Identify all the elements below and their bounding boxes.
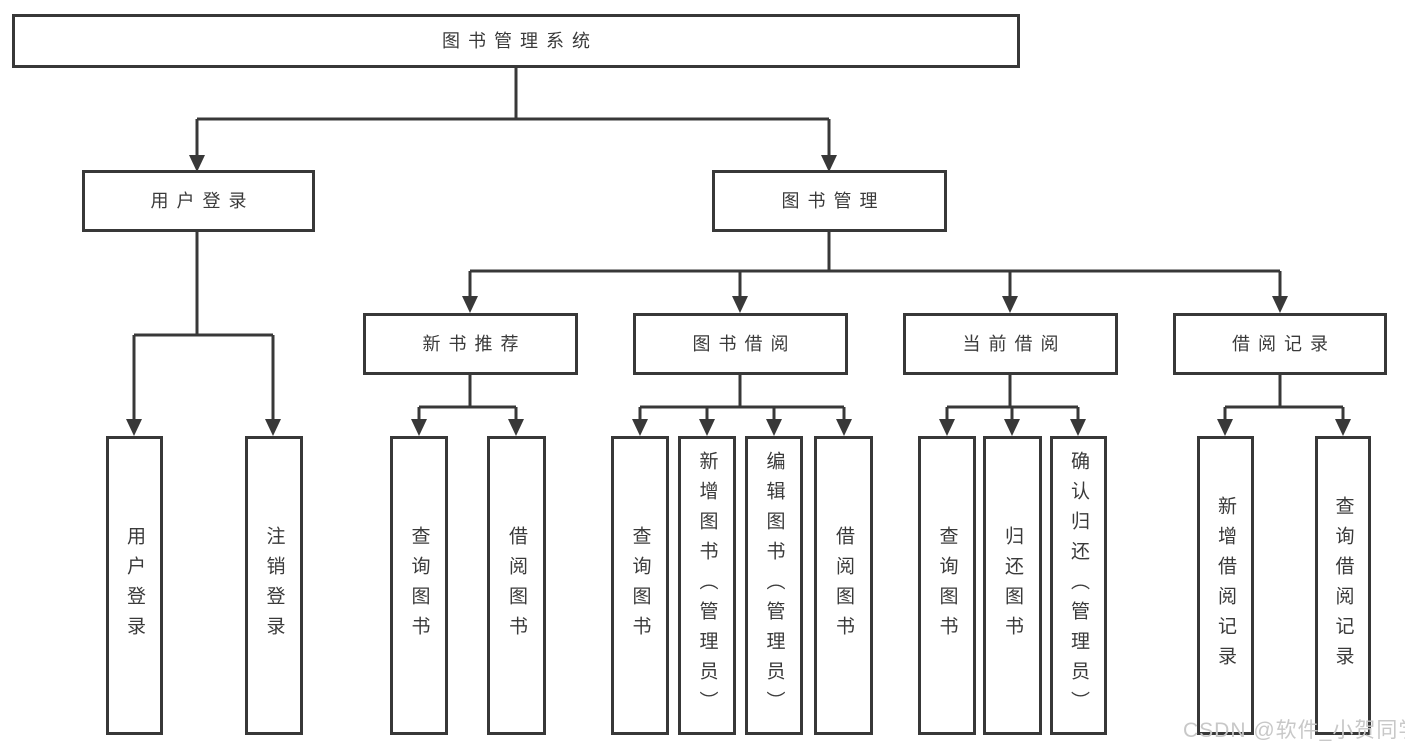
connector-path	[132, 68, 1345, 421]
node-new-book-recommend: 新书推荐	[363, 313, 578, 375]
node-user-login-label: 用户登录	[150, 191, 255, 211]
node-leaf-bb-edit-book-admin-label: 编辑图书（管理员）	[763, 450, 785, 721]
node-leaf-cb-return-book-label: 归还图书	[1002, 525, 1023, 646]
node-leaf-cb-confirm-return-admin-label: 确认归还（管理员）	[1068, 450, 1089, 721]
node-new-book-recommend-label: 新书推荐	[422, 334, 527, 354]
node-leaf-cb-confirm-return-admin: 确认归还（管理员）	[1050, 436, 1107, 735]
node-leaf-br-query-record-label: 查询借阅记录	[1332, 495, 1354, 676]
node-leaf-nb-borrow-book: 借阅图书	[487, 436, 546, 735]
node-leaf-cb-query-book: 查询图书	[918, 436, 976, 735]
watermark-text: CSDN @软件_小贺同学	[1183, 719, 1405, 742]
node-leaf-bb-query-book-label: 查询图书	[629, 525, 651, 646]
node-current-borrow: 当前借阅	[903, 313, 1118, 375]
node-borrow-records: 借阅记录	[1173, 313, 1387, 375]
node-leaf-nb-borrow-book-label: 借阅图书	[506, 525, 527, 646]
node-leaf-br-query-record: 查询借阅记录	[1315, 436, 1371, 735]
node-leaf-bb-borrow-book-label: 借阅图书	[833, 525, 854, 646]
node-leaf-user-login: 用户登录	[106, 436, 163, 735]
node-leaf-bb-add-book-admin: 新增图书（管理员）	[678, 436, 736, 735]
node-book-borrow-label: 图书借阅	[692, 334, 797, 354]
node-root: 图书管理系统	[12, 14, 1020, 68]
node-leaf-logout-label: 注销登录	[263, 525, 285, 646]
arrowheads	[126, 155, 1351, 436]
node-user-login: 用户登录	[82, 170, 315, 232]
node-leaf-nb-query-book-label: 查询图书	[408, 525, 430, 646]
node-current-borrow-label: 当前借阅	[962, 334, 1067, 354]
node-leaf-bb-edit-book-admin: 编辑图书（管理员）	[745, 436, 803, 735]
node-leaf-bb-add-book-admin-label: 新增图书（管理员）	[696, 450, 718, 721]
node-leaf-logout: 注销登录	[245, 436, 303, 735]
node-leaf-nb-query-book: 查询图书	[390, 436, 448, 735]
node-leaf-bb-borrow-book: 借阅图书	[814, 436, 873, 735]
node-book-borrow: 图书借阅	[633, 313, 848, 375]
node-leaf-br-add-record: 新增借阅记录	[1197, 436, 1254, 735]
node-book-management: 图书管理	[712, 170, 947, 232]
node-leaf-cb-return-book: 归还图书	[983, 436, 1042, 735]
node-borrow-records-label: 借阅记录	[1232, 334, 1336, 354]
node-leaf-bb-query-book: 查询图书	[611, 436, 669, 735]
node-root-label: 图书管理系统	[442, 31, 598, 51]
node-leaf-br-add-record-label: 新增借阅记录	[1215, 495, 1236, 676]
node-leaf-user-login-label: 用户登录	[124, 525, 145, 646]
node-book-management-label: 图书管理	[781, 191, 886, 211]
node-leaf-cb-query-book-label: 查询图书	[936, 525, 958, 646]
